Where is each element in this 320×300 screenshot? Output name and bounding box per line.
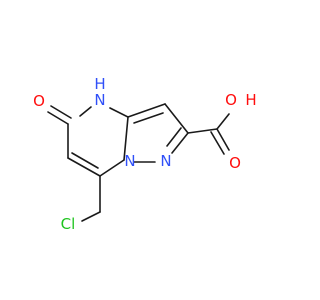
bond-c3a-c3 — [127, 103, 166, 118]
atom-nh-nitrogen: N — [94, 91, 105, 109]
bond-ch2-cl — [81, 211, 101, 222]
bond-n4-c3a — [109, 107, 129, 118]
bond-c2-ccooh — [187, 128, 218, 134]
bond-c7-c6 — [67, 157, 101, 177]
bond-c5-o-second — [50, 105, 72, 119]
bond-c7-c6-inner — [71, 152, 99, 169]
atom-bridge-nitrogen: N — [124, 152, 135, 170]
atom-label-layer: H N O N N O H O Cl — [33, 75, 257, 233]
bond-c3a-c3-inner — [133, 112, 164, 124]
atom-acid-hydroxyl-oxygen: O — [225, 91, 237, 109]
atom-acid-carbonyl-oxygen: O — [229, 154, 241, 172]
bond-ccooh-oh — [216, 113, 230, 130]
bond-c5-n4 — [79, 106, 92, 117]
atom-ring-nitrogen: N — [160, 152, 171, 170]
bond-n7a-c7 — [99, 159, 125, 177]
bond-ccooh-o — [216, 128, 230, 151]
atom-acid-hydroxyl-hydrogen: H — [245, 91, 256, 109]
atom-nh-hydrogen: H — [94, 75, 105, 93]
bond-c3-c2 — [164, 103, 189, 134]
chemical-structure-diagram: H N O N N O H O Cl — [33, 75, 257, 233]
bond-ccooh-o-second — [210, 131, 225, 155]
bond-layer — [47, 103, 230, 222]
bond-c2-n1-inner — [166, 127, 182, 147]
atom-chlorine: Cl — [61, 215, 76, 233]
bond-c2-n1 — [171, 132, 189, 154]
atom-carbonyl-oxygen: O — [33, 92, 45, 110]
bond-c5-o — [47, 111, 69, 125]
bond-c3a-n7a — [123, 116, 129, 161]
